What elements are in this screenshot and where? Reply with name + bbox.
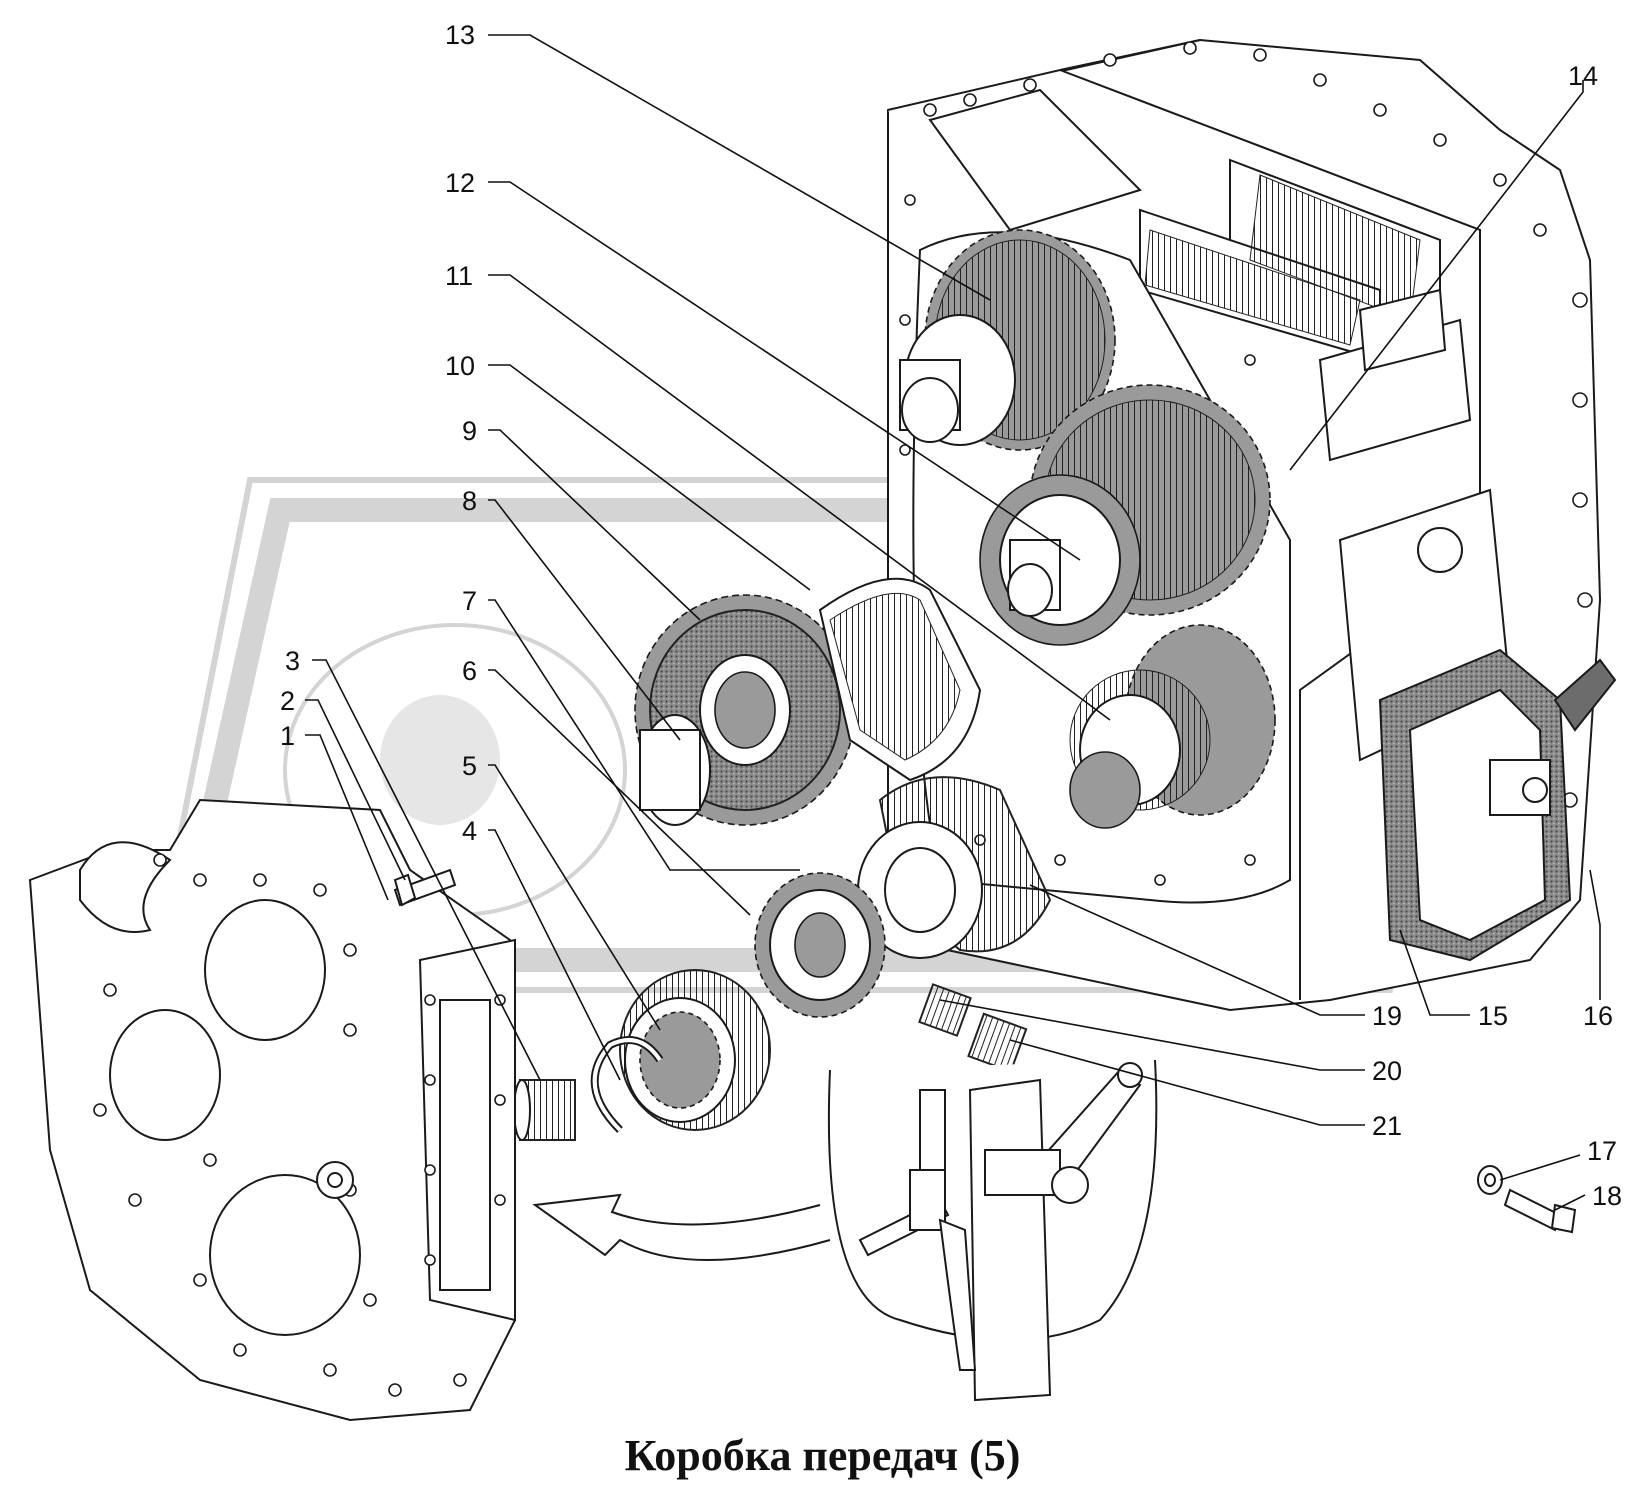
- figure-caption: Коробка передач (5): [624, 1431, 1021, 1480]
- upper-gear-cluster: [899, 229, 1116, 451]
- callout-1: 1: [280, 721, 295, 751]
- callout-12: 12: [445, 168, 475, 198]
- callout-16: 16: [1583, 1001, 1613, 1031]
- shift-mechanism-inset: [827, 1059, 1158, 1402]
- callout-15: 15: [1478, 1001, 1508, 1031]
- bolt-2: [393, 868, 457, 907]
- callout-5: 5: [462, 751, 477, 781]
- callout-4: 4: [462, 816, 477, 846]
- callout-8: 8: [462, 486, 477, 516]
- assembly-arrow: [532, 1193, 831, 1261]
- callout-7: 7: [462, 586, 477, 616]
- callout-labels: 13 12 11 10 9 8 7 6 5 4 3 2 1 14 15 16 1…: [280, 20, 1622, 1211]
- callout-18: 18: [1592, 1181, 1622, 1211]
- callout-14: 14: [1568, 61, 1598, 91]
- leader-lines: [305, 34, 1601, 1211]
- hub-8: [639, 714, 711, 826]
- callout-13: 13: [445, 20, 475, 50]
- side-cover: [1378, 648, 1617, 962]
- callout-3: 3: [285, 646, 300, 676]
- front-cover: [28, 798, 517, 1422]
- bearing-10: [818, 577, 982, 782]
- callout-20: 20: [1372, 1056, 1402, 1086]
- callout-10: 10: [445, 351, 475, 381]
- washer-17: [1477, 1165, 1503, 1195]
- callout-21: 21: [1372, 1111, 1402, 1141]
- callout-9: 9: [462, 416, 477, 446]
- lower-gear-cluster: [1069, 624, 1276, 829]
- callout-6: 6: [462, 656, 477, 686]
- splined-sleeve-3: [513, 1079, 576, 1141]
- springs-20-21: [918, 983, 1028, 1073]
- gear-6: [754, 872, 886, 1018]
- callout-11: 11: [445, 261, 473, 291]
- snap-ring-4: [590, 1036, 664, 1133]
- coupling-5: [619, 969, 771, 1131]
- callout-2: 2: [280, 686, 295, 716]
- callout-19: 19: [1372, 1001, 1402, 1031]
- bolt-18: [1503, 1188, 1577, 1234]
- callout-17: 17: [1587, 1136, 1617, 1166]
- bearing-19: [857, 776, 1052, 959]
